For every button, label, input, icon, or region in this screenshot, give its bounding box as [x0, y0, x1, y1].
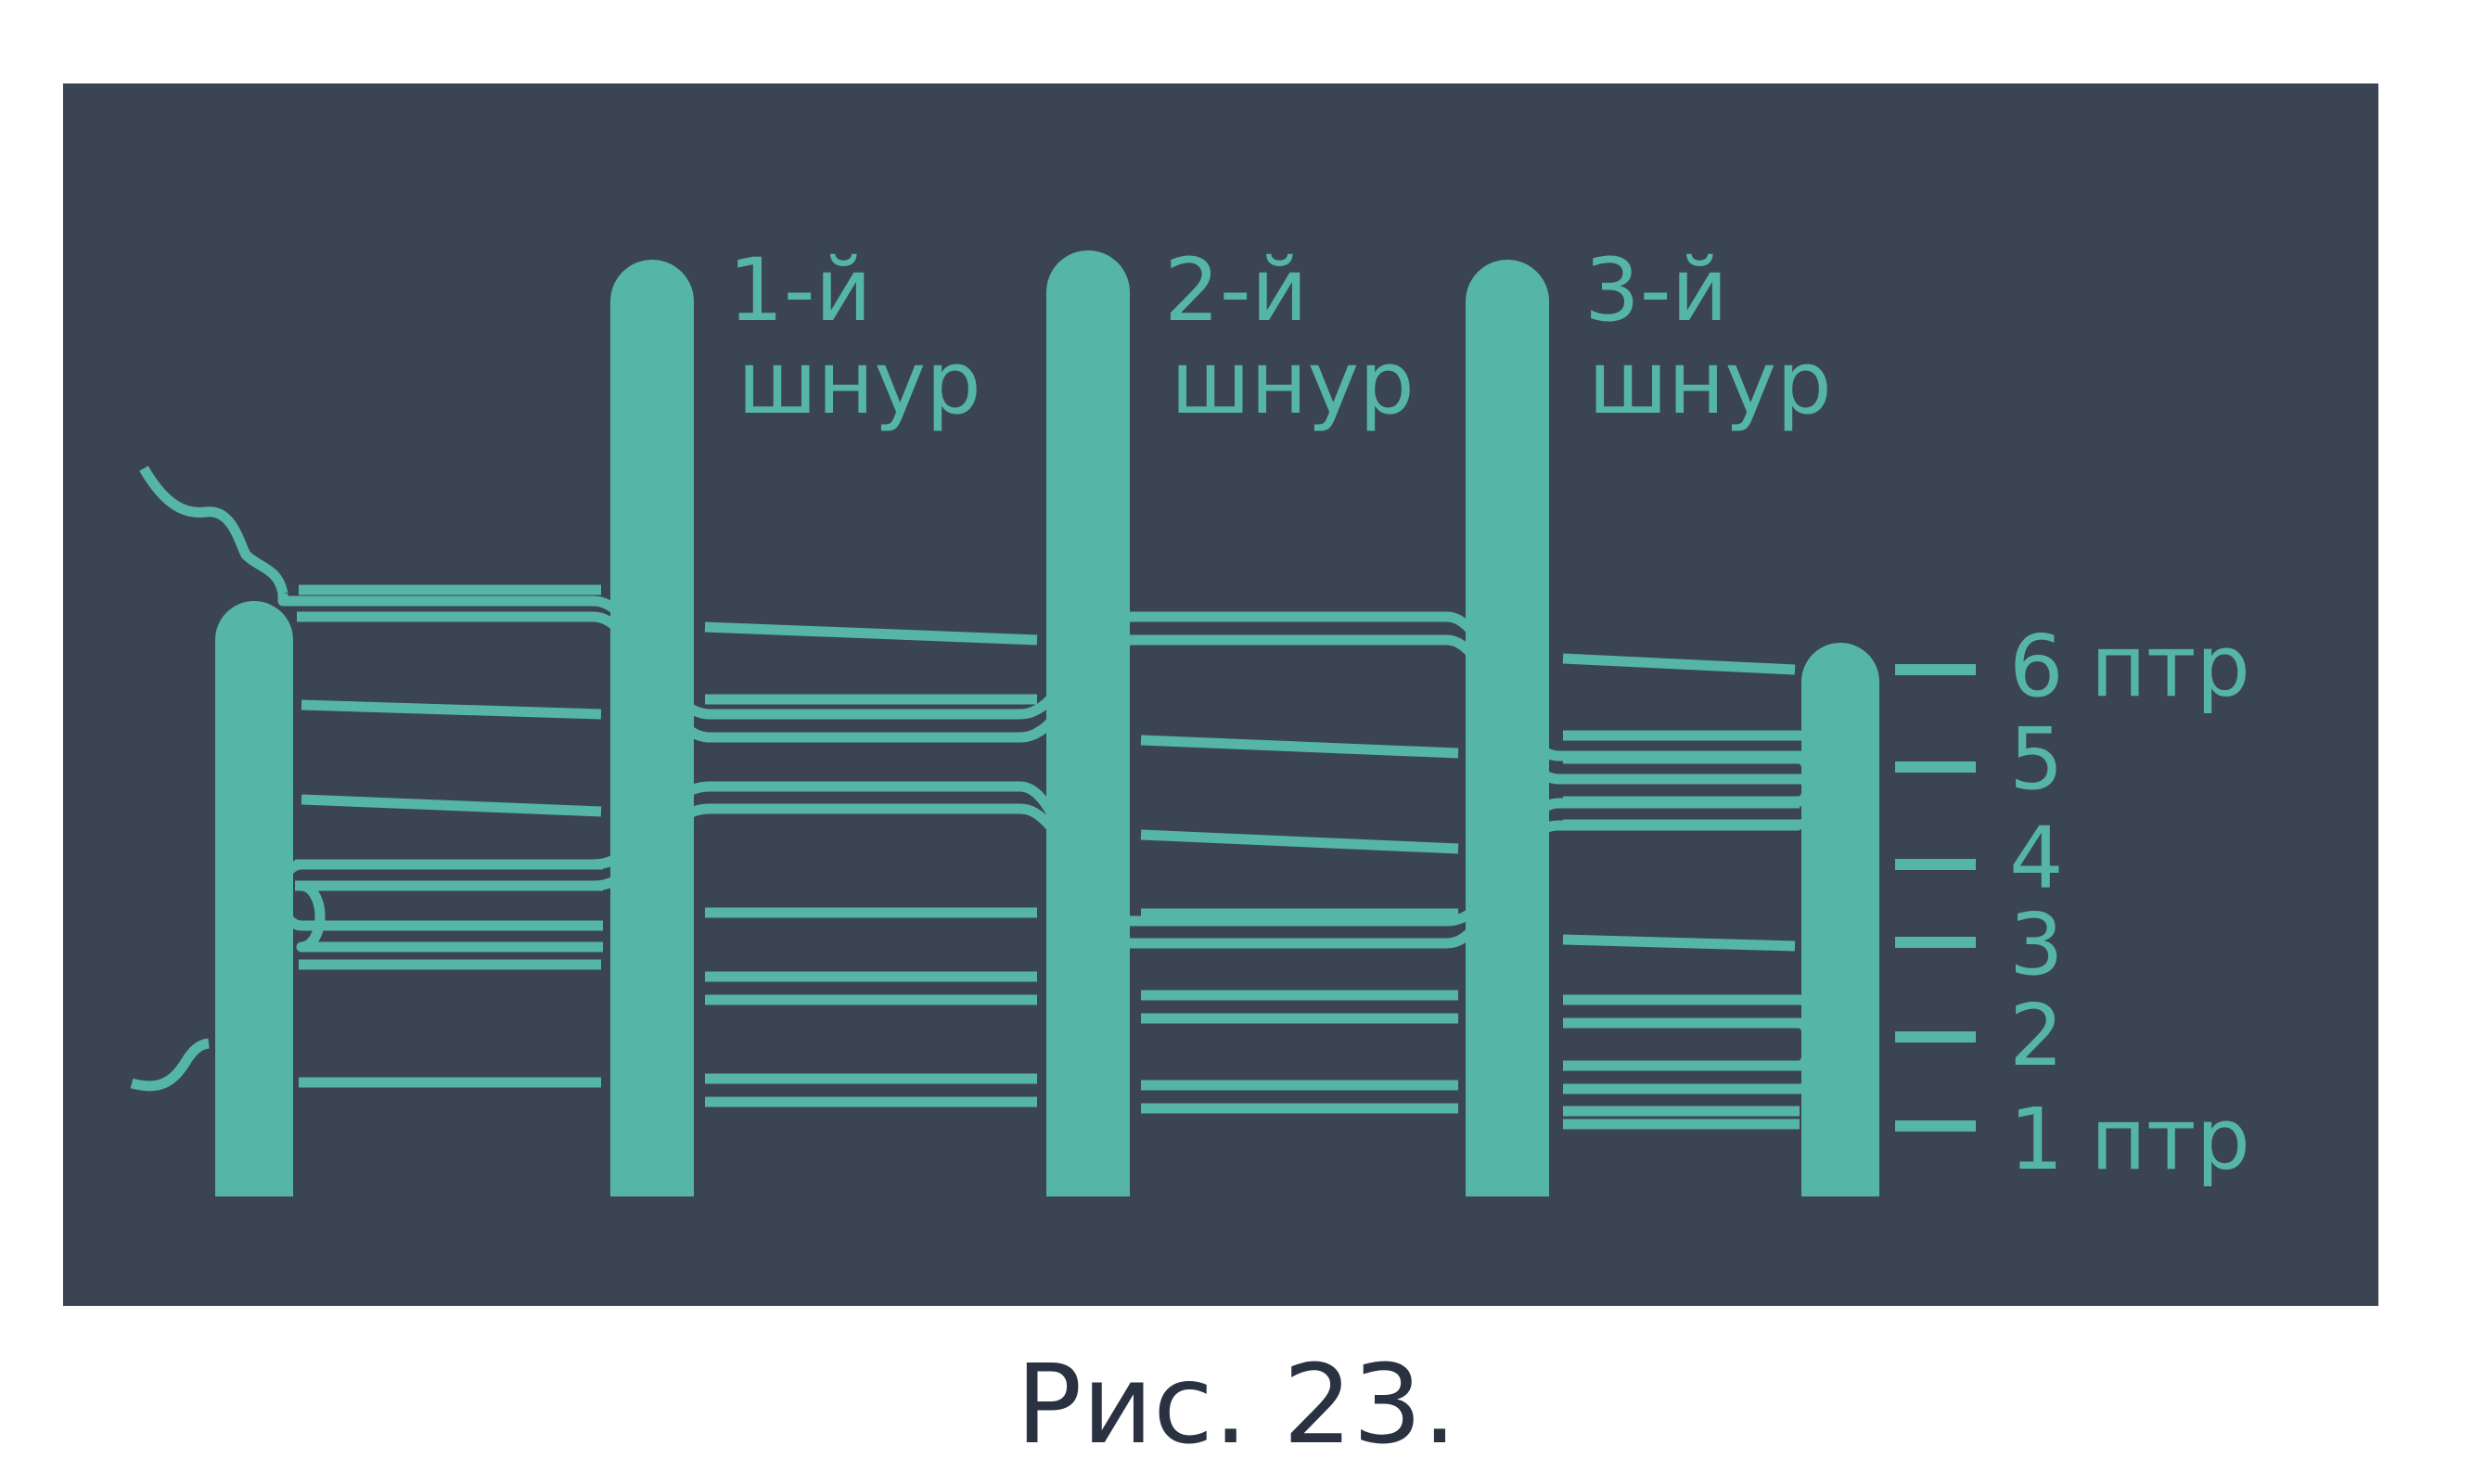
cord-1-label-number: 1-й: [728, 240, 872, 341]
row-label-6: 6 птр: [2009, 617, 2250, 716]
cord-2-label-number: 2-й: [1164, 240, 1308, 341]
cord-3-label-number: 3-й: [1584, 240, 1728, 341]
row-label-5: 5: [2009, 710, 2064, 809]
cord-2: [1046, 250, 1130, 1196]
thread-tail-bottom: [130, 1038, 210, 1092]
cord-3-label-word: шнур: [1588, 333, 1832, 434]
cord-1-label-word: шнур: [737, 333, 981, 434]
diagram-panel: [63, 83, 2378, 1306]
cord-2-label-word: шнур: [1171, 333, 1415, 434]
threads-section-b: [704, 621, 1038, 1107]
cord-labels: 1-й шнур 2-й шнур 3-й шнур: [728, 240, 1832, 434]
figure-caption: Рис. 23.: [1016, 1340, 1457, 1468]
cord-1: [610, 260, 694, 1196]
row-labels: 6 птр 5 4 3 2 1 птр: [2009, 617, 2250, 1189]
row-label-2: 2: [2009, 986, 2064, 1085]
row-label-1: 1 птр: [2009, 1090, 2250, 1189]
threads-section-c: [1140, 735, 1459, 1114]
working-thread: [277, 594, 1813, 949]
row-ticks: [1895, 664, 1976, 1132]
thread-tail-top: [139, 466, 288, 595]
edge-post-right: [1801, 643, 1879, 1196]
row-label-3: 3: [2009, 895, 2064, 994]
edge-post-left: [215, 601, 293, 1196]
row-label-4: 4: [2009, 809, 2064, 908]
